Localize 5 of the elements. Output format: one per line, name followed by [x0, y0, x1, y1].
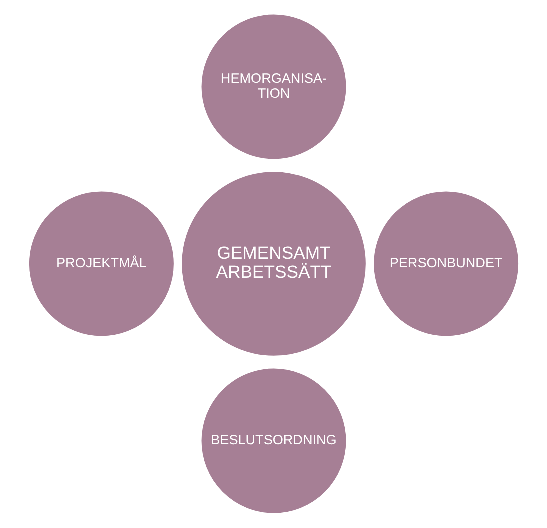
- node-circle: PERSONBUNDET: [372, 190, 520, 338]
- node-circle: PROJEKTMÅL: [26, 190, 176, 338]
- node-circle: HEMORGANISA- TION: [199, 12, 348, 162]
- node-circle: GEMENSAMT ARBETSSÄTT: [180, 170, 368, 358]
- node-circle: BESLUTSORDNING: [199, 366, 348, 516]
